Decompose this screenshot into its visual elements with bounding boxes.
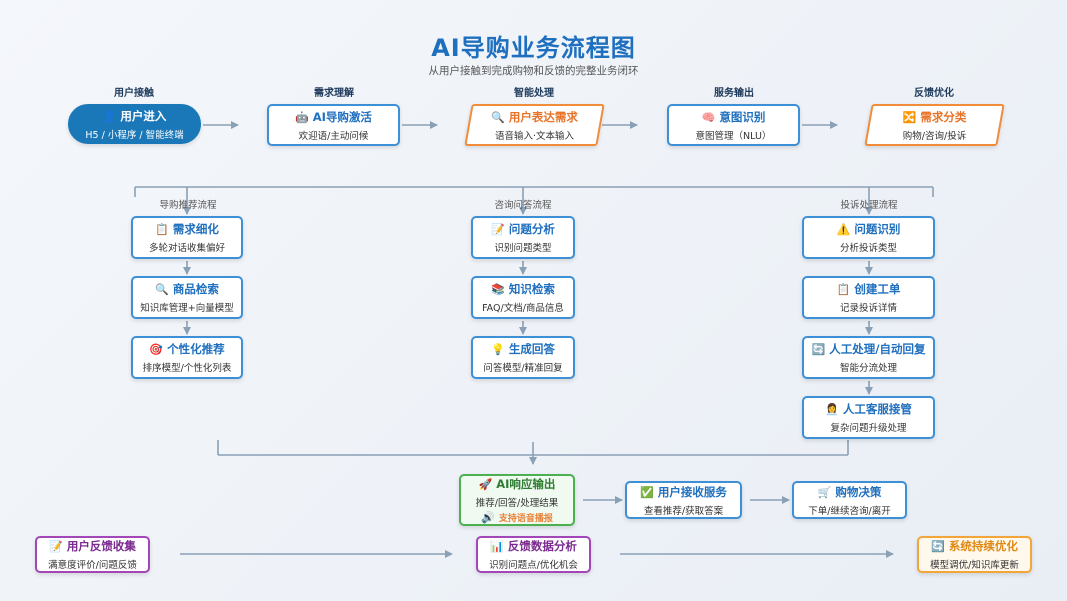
node-subtitle: 问答模型/精准回复 [483, 363, 563, 374]
node-title: AI导购激活 [312, 109, 372, 124]
node-title: 用户接收服务 [657, 484, 727, 499]
node-subtitle: FAQ/文档/商品信息 [482, 303, 564, 314]
node-subtitle: 推荐/回答/处理结果 [475, 498, 559, 509]
node-intent-recognition[interactable]: 🧠意图识别 意图管理（NLU） [667, 104, 800, 146]
clipboard-icon: 📋 [155, 223, 169, 236]
bulb-icon: 💡 [491, 343, 505, 356]
node-title: 问题识别 [854, 222, 901, 236]
agent-icon: 👩‍💼 [825, 403, 839, 416]
node-express-need[interactable]: 🔍用户表达需求 语音输入·文本输入 [468, 104, 601, 146]
rocket-icon: 🚀 [478, 478, 493, 491]
node-title: 意图识别 [719, 109, 766, 124]
cart-icon: 🛒 [817, 485, 832, 499]
refresh-icon: 🔄 [811, 343, 826, 356]
memo-icon: 📝 [49, 540, 63, 553]
memo-icon: 📝 [491, 223, 505, 236]
node-subtitle: 查看推荐/获取答案 [643, 505, 724, 517]
node-subtitle: 语音输入·文本输入 [494, 130, 575, 142]
node-ai-response[interactable]: 🚀AI响应输出 推荐/回答/处理结果 🔊支持语音播报 [459, 474, 575, 526]
node-subtitle: 识别问题点/优化机会 [489, 560, 578, 571]
node-title: 用户进入 [120, 108, 167, 123]
node-question-analysis[interactable]: 📝问题分析 识别问题类型 [471, 216, 575, 259]
page-subtitle: 从用户接触到完成购物和反馈的完整业务闭环 [428, 65, 639, 77]
node-subtitle: 复杂问题升级处理 [830, 423, 907, 434]
node-knowledge-search[interactable]: 📚知识检索 FAQ/文档/商品信息 [471, 276, 575, 319]
node-create-ticket[interactable]: 📋创建工单 记录投诉详情 [802, 276, 935, 319]
node-subtitle: 欢迎语/主动问候 [298, 130, 369, 142]
node-user-enter[interactable]: 👤用户进入 H5 / 小程序 / 智能终端 [68, 104, 201, 144]
node-title: AI响应输出 [496, 477, 556, 491]
node-title: 人工客服接管 [842, 402, 912, 416]
flow-label-complaint: 投诉处理流程 [840, 200, 898, 211]
stage-label-output: 服务输出 [714, 88, 754, 99]
node-title: 用户表达需求 [508, 109, 578, 124]
node-subtitle: 知识库管理+向量模型 [140, 303, 234, 314]
node-title: 个性化推荐 [167, 342, 225, 356]
node-title: 商品检索 [172, 282, 219, 296]
node-subtitle: 排序模型/个性化列表 [142, 363, 232, 374]
node-title: 用户反馈收集 [66, 539, 136, 553]
node-title: 人工处理/自动回复 [829, 342, 926, 356]
stage-label-contact: 用户接触 [114, 88, 154, 99]
node-subtitle: 智能分流处理 [839, 363, 897, 374]
node-agent-takeover[interactable]: 👩‍💼人工客服接管 复杂问题升级处理 [802, 396, 935, 439]
node-title: 知识检索 [508, 282, 555, 296]
stage-label-processing: 智能处理 [514, 88, 554, 99]
node-title: 系统持续优化 [948, 539, 1018, 553]
books-icon: 📚 [491, 283, 505, 296]
node-subtitle: 购物/咨询/投诉 [902, 130, 967, 142]
flow-label-consult: 咨询问答流程 [494, 200, 552, 211]
node-issue-identify[interactable]: ⚠️问题识别 分析投诉类型 [802, 216, 935, 259]
chart-icon: 📊 [490, 540, 504, 553]
node-subtitle: 满意度评价/问题反馈 [48, 560, 137, 571]
node-title: 购物决策 [835, 484, 882, 499]
node-need-refine[interactable]: 📋需求细化 多轮对话收集偏好 [131, 216, 243, 259]
warning-icon: ⚠️ [836, 223, 851, 236]
node-title: 反馈数据分析 [507, 539, 577, 553]
node-feedback-analysis[interactable]: 📊反馈数据分析 识别问题点/优化机会 [476, 536, 591, 573]
node-subtitle: H5 / 小程序 / 智能终端 [85, 129, 184, 141]
node-subtitle: 识别问题类型 [494, 243, 552, 254]
page-title: AI导购业务流程图 [431, 34, 636, 62]
person-icon: 👤 [102, 109, 117, 123]
node-feedback-collect[interactable]: 📝用户反馈收集 满意度评价/问题反馈 [35, 536, 150, 573]
clipboard-icon: 📋 [836, 283, 851, 296]
node-title: 创建工单 [854, 282, 901, 296]
search-icon: 🔍 [491, 110, 505, 124]
node-subtitle: 下单/继续咨询/离开 [808, 505, 891, 517]
node-generate-answer[interactable]: 💡生成回答 问答模型/精准回复 [471, 336, 575, 379]
node-title: 生成回答 [508, 342, 555, 356]
node-title: 需求细化 [172, 222, 219, 236]
brain-icon: 🧠 [701, 110, 716, 124]
voice-broadcast-label: 支持语音播报 [498, 514, 553, 524]
node-title: 需求分类 [920, 109, 967, 124]
refresh-icon: 🔄 [931, 540, 945, 553]
flow-label-shopping: 导购推荐流程 [159, 200, 217, 211]
node-manual-auto-reply[interactable]: 🔄人工处理/自动回复 智能分流处理 [802, 336, 935, 379]
node-purchase-decision[interactable]: 🛒购物决策 下单/继续咨询/离开 [792, 481, 907, 519]
node-subtitle: 记录投诉详情 [839, 303, 897, 314]
stage-label-feedback: 反馈优化 [914, 88, 954, 99]
node-personal-recommend[interactable]: 🎯个性化推荐 排序模型/个性化列表 [131, 336, 243, 379]
node-ai-activate[interactable]: 🤖AI导购激活 欢迎语/主动问候 [267, 104, 400, 146]
stage-label-understanding: 需求理解 [314, 88, 354, 99]
shuffle-icon: 🔀 [902, 110, 917, 124]
node-subtitle: 模型调优/知识库更新 [930, 560, 1019, 571]
node-subtitle: 多轮对话收集偏好 [148, 243, 225, 254]
node-subtitle: 意图管理（NLU） [695, 130, 772, 142]
node-subtitle: 分析投诉类型 [839, 243, 897, 254]
check-icon: ✅ [640, 485, 654, 499]
search-icon: 🔍 [155, 283, 169, 296]
node-system-optimize[interactable]: 🔄系统持续优化 模型调优/知识库更新 [917, 536, 1032, 573]
node-title: 问题分析 [508, 222, 555, 236]
speaker-icon: 🔊 [481, 511, 495, 524]
node-need-classify[interactable]: 🔀需求分类 购物/咨询/投诉 [868, 104, 1001, 146]
target-icon: 🎯 [149, 343, 164, 356]
node-user-receive[interactable]: ✅用户接收服务 查看推荐/获取答案 [625, 481, 742, 519]
robot-icon: 🤖 [295, 110, 309, 124]
node-product-search[interactable]: 🔍商品检索 知识库管理+向量模型 [131, 276, 243, 319]
